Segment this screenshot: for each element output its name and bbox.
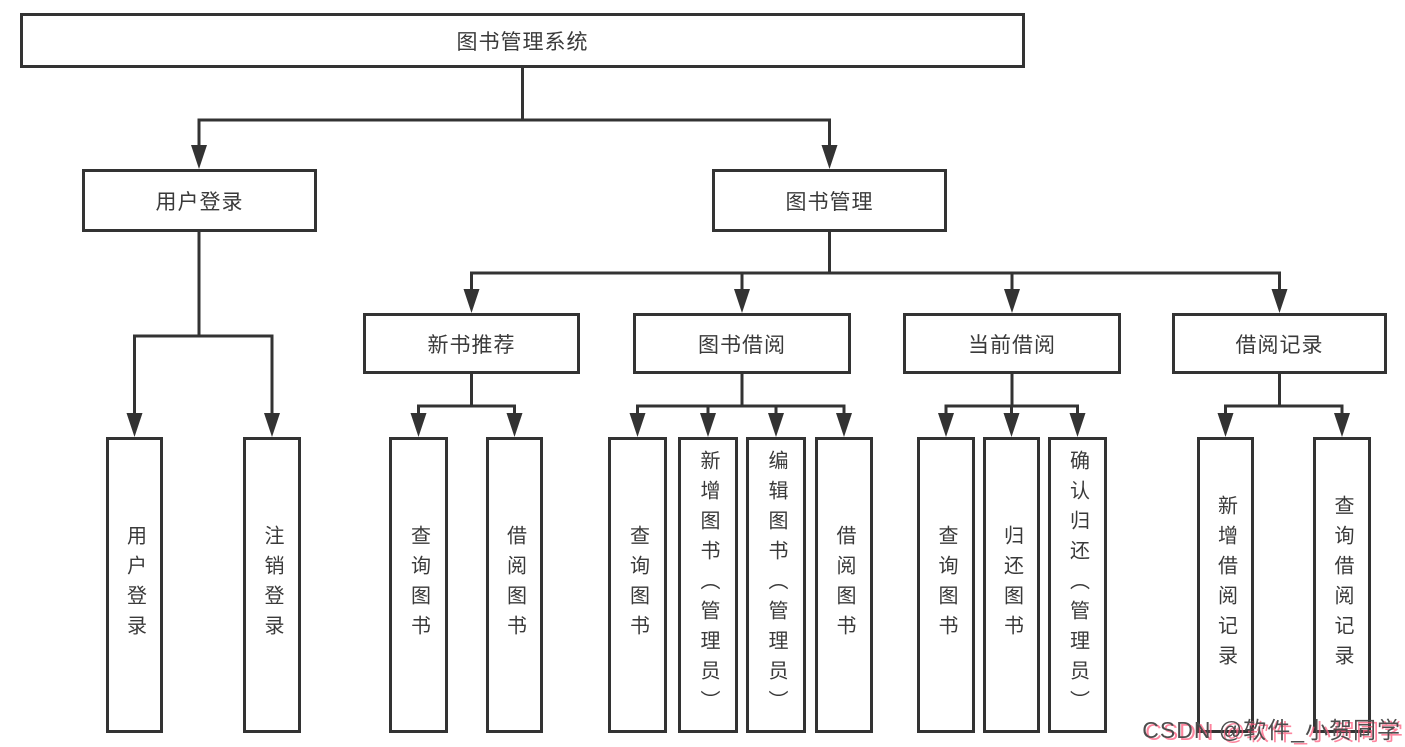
node-label: 图书管理 bbox=[785, 190, 874, 214]
connector-root-to-level2 bbox=[191, 68, 838, 169]
node-label: 借阅记录 bbox=[1235, 333, 1324, 357]
leaf-borrow-books-recommend: 借阅图书 bbox=[486, 437, 543, 733]
node-label: 编辑图书（管理员） bbox=[765, 450, 787, 720]
node-label: 归还图书 bbox=[1000, 525, 1023, 645]
leaf-add-books-admin: 新增图书（管理员） bbox=[678, 437, 738, 733]
node-label: 注销登录 bbox=[261, 525, 283, 645]
node-new-book-recommend: 新书推荐 bbox=[363, 313, 580, 374]
leaf-query-books-current: 查询图书 bbox=[917, 437, 975, 733]
connector-book-borrowing-to-leaves bbox=[629, 374, 852, 437]
leaf-borrow-books-borrowing: 借阅图书 bbox=[815, 437, 873, 733]
node-label: 查询图书 bbox=[626, 525, 649, 645]
node-label: 确认归还（管理员） bbox=[1066, 450, 1089, 720]
connector-book-management-to-level3 bbox=[463, 232, 1288, 313]
node-current-borrowing: 当前借阅 bbox=[903, 313, 1121, 374]
leaf-logout: 注销登录 bbox=[243, 437, 301, 733]
connector-borrowing-records-to-leaves bbox=[1217, 374, 1350, 437]
leaf-confirm-return-admin: 确认归还（管理员） bbox=[1048, 437, 1107, 733]
node-label: 图书借阅 bbox=[698, 333, 786, 357]
node-label: 查询图书 bbox=[407, 525, 430, 645]
node-label: 新增借阅记录 bbox=[1214, 495, 1237, 675]
node-book-management: 图书管理 bbox=[712, 169, 947, 232]
node-label: 借阅图书 bbox=[503, 525, 526, 645]
node-label: 查询图书 bbox=[935, 525, 957, 645]
connector-user-login-to-leaves bbox=[126, 232, 280, 437]
node-label: 用户登录 bbox=[155, 190, 244, 214]
node-label: 借阅图书 bbox=[833, 525, 855, 645]
leaf-edit-books-admin: 编辑图书（管理员） bbox=[746, 437, 806, 733]
node-label: 新书推荐 bbox=[427, 333, 516, 357]
node-borrowing-records: 借阅记录 bbox=[1172, 313, 1387, 374]
node-label: 当前借阅 bbox=[968, 333, 1056, 357]
node-user-login: 用户登录 bbox=[82, 169, 317, 232]
leaf-query-books-recommend: 查询图书 bbox=[389, 437, 448, 733]
leaf-user-login: 用户登录 bbox=[106, 437, 163, 733]
csdn-watermark: CSDN @软件_小贺同学 bbox=[1142, 717, 1401, 743]
node-label: 查询借阅记录 bbox=[1331, 495, 1353, 675]
leaf-return-books: 归还图书 bbox=[983, 437, 1040, 733]
connector-new-book-recommend-to-leaves bbox=[410, 374, 523, 437]
leaf-query-borrow-record: 查询借阅记录 bbox=[1313, 437, 1371, 733]
node-label: 用户登录 bbox=[123, 525, 146, 645]
node-label: 图书管理系统 bbox=[456, 30, 589, 54]
node-root-library-management-system: 图书管理系统 bbox=[20, 13, 1025, 68]
connector-current-borrowing-to-leaves bbox=[938, 374, 1086, 437]
node-label: 新增图书（管理员） bbox=[697, 450, 719, 720]
node-book-borrowing: 图书借阅 bbox=[633, 313, 851, 374]
leaf-query-books-borrowing: 查询图书 bbox=[608, 437, 667, 733]
leaf-add-borrow-record: 新增借阅记录 bbox=[1197, 437, 1254, 733]
